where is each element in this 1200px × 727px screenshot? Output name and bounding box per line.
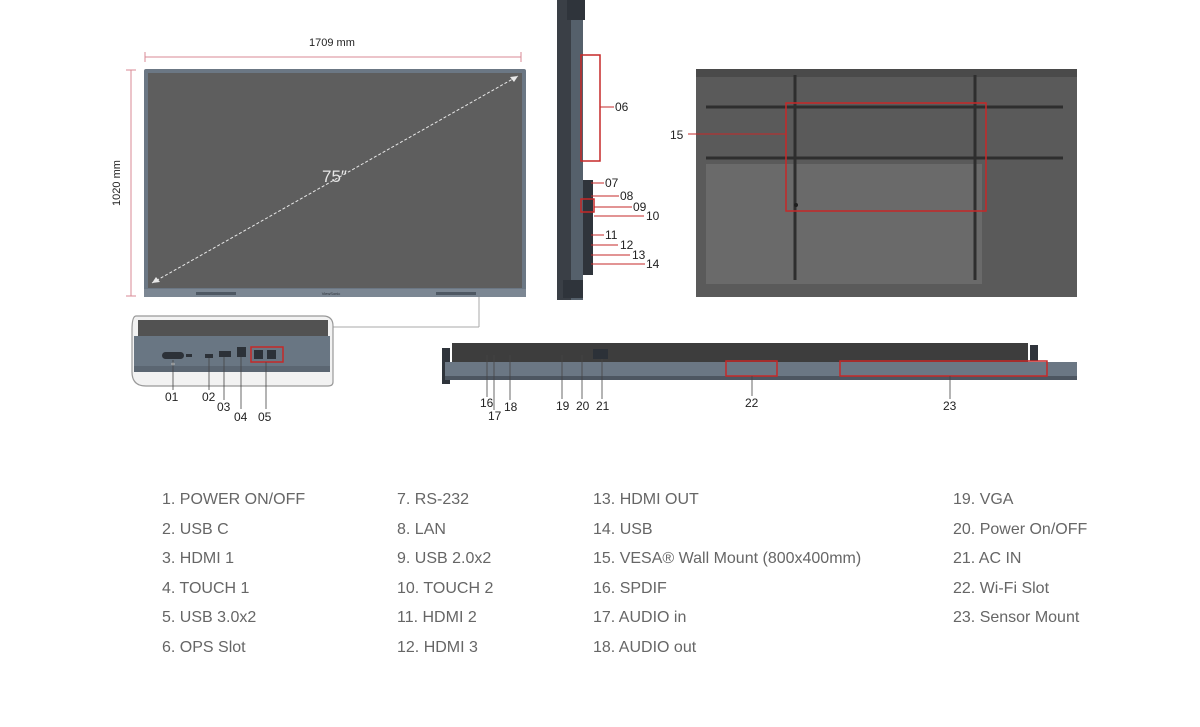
callout-03: 03 xyxy=(217,400,231,414)
highlight-05 xyxy=(250,346,284,363)
callout-06: 06 xyxy=(615,100,629,114)
callout-11: 11 xyxy=(605,228,618,242)
legend-item-8: 8. LAN xyxy=(397,521,446,538)
rear-view xyxy=(688,69,1077,297)
callout-04: 04 xyxy=(234,410,248,424)
callout-05: 05 xyxy=(258,410,272,424)
legend-item-22: 22. Wi-Fi Slot xyxy=(953,580,1050,597)
legend-item-16: 16. SPDIF xyxy=(593,580,667,597)
legend-item-3: 3. HDMI 1 xyxy=(162,550,235,567)
callout-17: 17 xyxy=(488,409,502,423)
highlight-09 xyxy=(580,198,595,213)
callout-14: 14 xyxy=(646,257,660,271)
diagonal-size-label: 75″ xyxy=(322,167,347,186)
callout-10: 10 xyxy=(646,209,660,223)
legend-item-20: 20. Power On/OFF xyxy=(953,521,1088,538)
callout-09: 09 xyxy=(633,200,647,214)
height-dimension-label: 1020 mm xyxy=(111,160,123,206)
legend-item-17: 17. AUDIO in xyxy=(593,609,687,626)
callout-12: 12 xyxy=(620,238,634,252)
callout-16: 16 xyxy=(480,396,494,410)
front-screen xyxy=(148,73,522,288)
legend-item-2: 2. USB C xyxy=(162,521,229,538)
callout-22: 22 xyxy=(745,396,759,410)
legend-item-7: 7. RS-232 xyxy=(397,491,470,508)
legend-item-11: 11. HDMI 2 xyxy=(397,609,477,626)
callout-08: 08 xyxy=(620,189,634,203)
highlight-22 xyxy=(725,360,778,377)
width-dimension-label: 1709 mm xyxy=(309,37,355,49)
callout-15: 15 xyxy=(670,128,684,142)
callout-01: 01 xyxy=(165,390,179,404)
legend-item-15: 15. VESA® Wall Mount (800x400mm) xyxy=(593,550,862,567)
callout-21: 21 xyxy=(596,399,610,413)
legend-item-18: 18. AUDIO out xyxy=(593,639,697,656)
legend-item-10: 10. TOUCH 2 xyxy=(397,580,494,597)
callout-07: 07 xyxy=(605,176,619,190)
legend-item-12: 12. HDMI 3 xyxy=(397,639,478,656)
front-view: ViewSonic xyxy=(126,52,526,328)
diagonal-arrow xyxy=(151,75,519,284)
bottom-view xyxy=(442,343,1077,410)
callout-13: 13 xyxy=(632,248,646,262)
legend-item-21: 21. AC IN xyxy=(953,550,1022,567)
highlight-15 xyxy=(785,102,987,212)
side-view xyxy=(557,0,645,300)
callout-02: 02 xyxy=(202,390,216,404)
callout-18: 18 xyxy=(504,400,518,414)
front-port-detail xyxy=(131,315,334,409)
legend-item-9: 9. USB 2.0x2 xyxy=(397,550,492,567)
callout-19: 19 xyxy=(556,399,570,413)
legend-item-5: 5. USB 3.0x2 xyxy=(162,609,257,626)
legend-item-13: 13. HDMI OUT xyxy=(593,491,699,508)
legend-item-23: 23. Sensor Mount xyxy=(953,609,1080,626)
legend-item-14: 14. USB xyxy=(593,521,653,538)
legend-item-1: 1. POWER ON/OFF xyxy=(162,491,306,508)
highlight-23 xyxy=(839,360,1048,377)
callout-20: 20 xyxy=(576,399,590,413)
callout-23: 23 xyxy=(943,399,957,413)
legend-item-4: 4. TOUCH 1 xyxy=(162,580,250,597)
highlight-06 xyxy=(580,54,601,162)
brand-logo: ViewSonic xyxy=(322,291,341,296)
legend-item-6: 6. OPS Slot xyxy=(162,639,246,656)
legend-item-19: 19. VGA xyxy=(953,491,1014,508)
